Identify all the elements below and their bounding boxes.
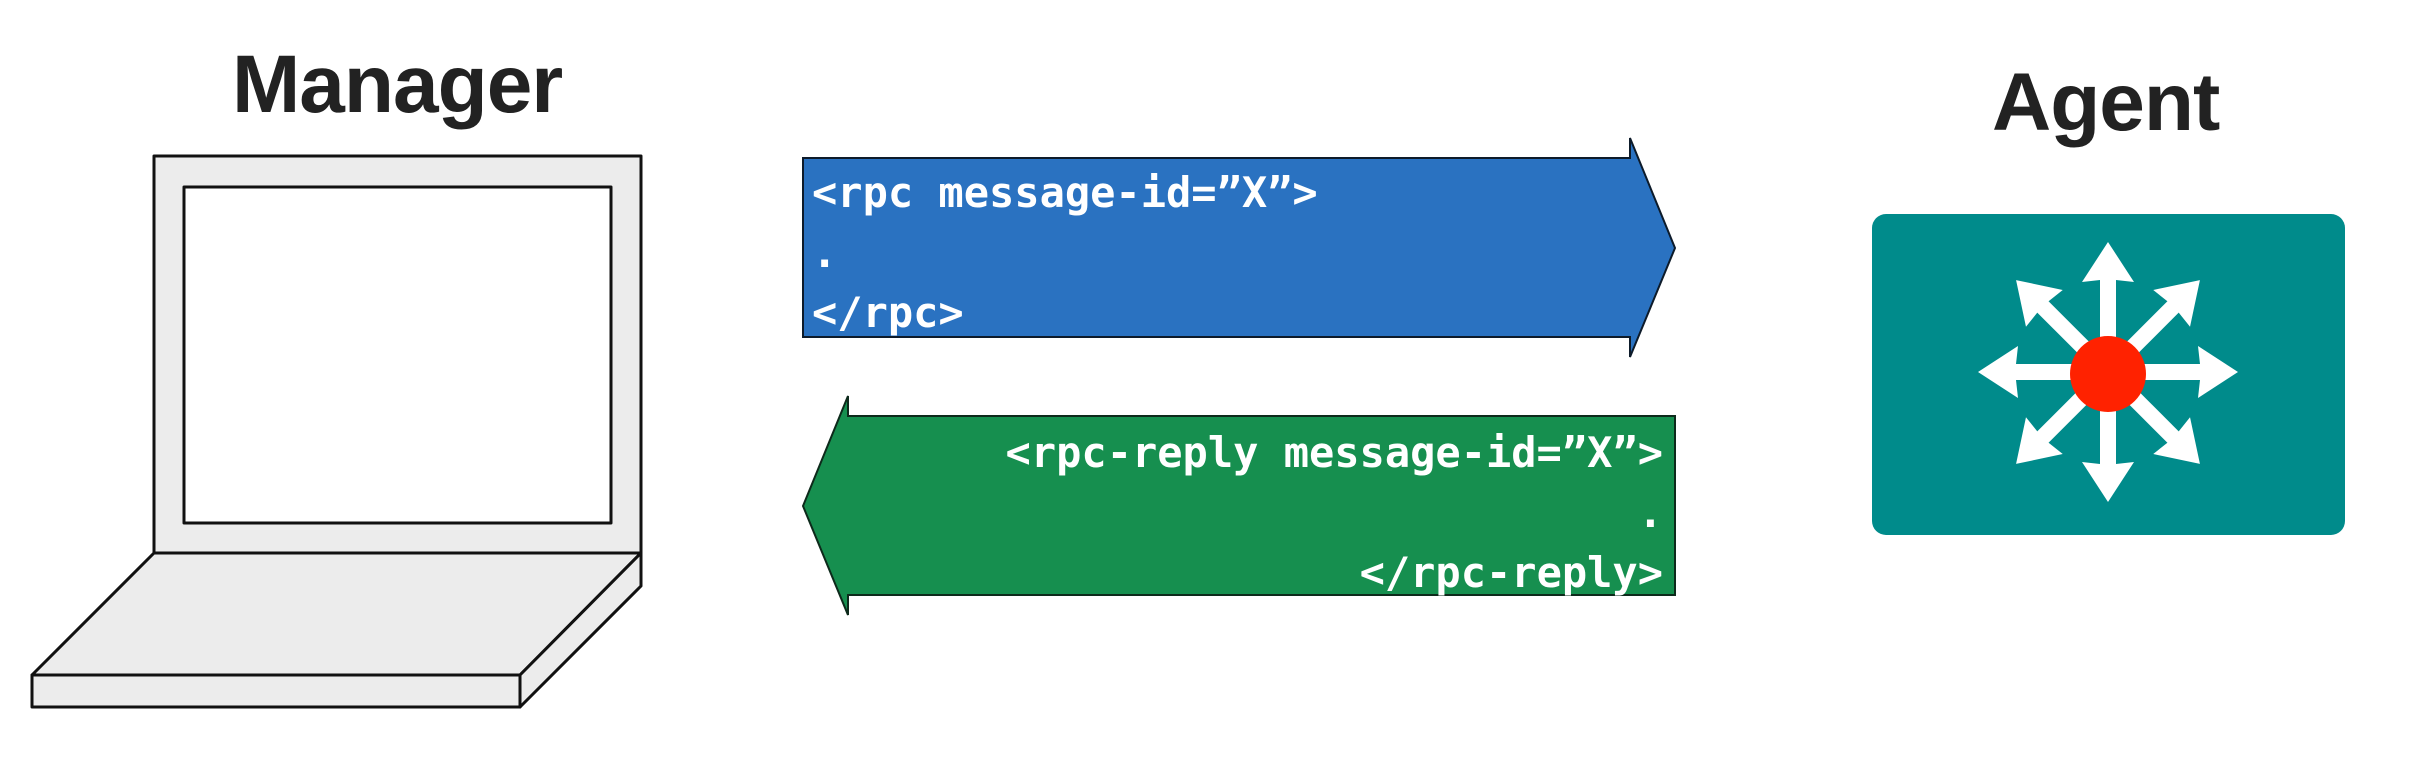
spoke (1978, 346, 2238, 398)
request-line-2: . (812, 228, 838, 277)
reply-line-1: <rpc-reply message-id=”X”> (1005, 428, 1663, 477)
reply-arrow-shape (801, 395, 1676, 616)
agent-title: Agent (1992, 57, 2220, 148)
manager-title: Manager (232, 39, 563, 130)
request-line-3: </rpc> (812, 288, 964, 337)
agent-center-dot (2070, 336, 2146, 412)
reply-line-3: </rpc-reply> (1359, 548, 1663, 597)
request-line-1: <rpc message-id=”X”> (812, 168, 1318, 217)
reply-line-2: . (1637, 488, 1663, 537)
request-arrow-shape (802, 137, 1677, 358)
